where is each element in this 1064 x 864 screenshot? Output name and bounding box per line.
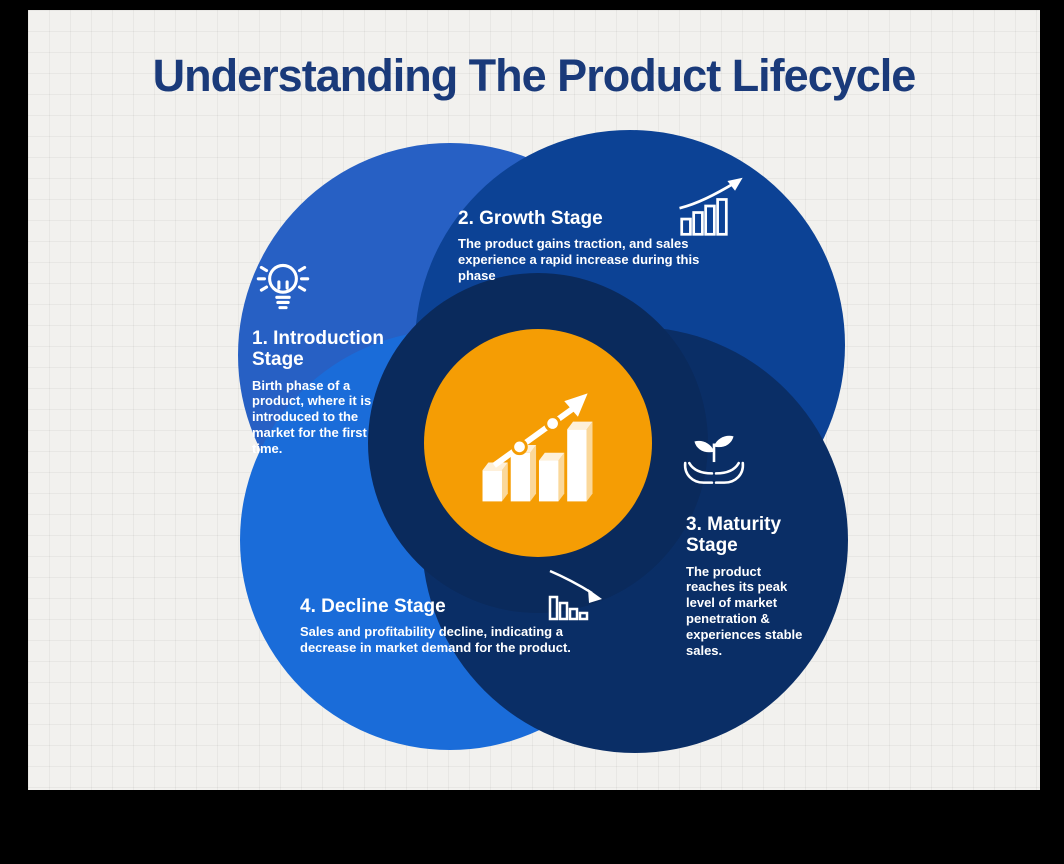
introduction-stage-description: Birth phase of a product, where it is in… [252, 377, 372, 456]
introduction-stage-block: 1. Introduction Stage Birth phase of a p… [252, 328, 417, 457]
decline-stage-heading: 4. Decline Stage [300, 596, 446, 617]
hands-holding-plant-icon [683, 435, 745, 484]
decline-stage-description: Sales and profitability decline, indicat… [300, 624, 571, 656]
growth-stage-heading: 2. Growth Stage [458, 208, 603, 229]
page-title: Understanding The Product Lifecycle [152, 50, 917, 101]
decline-stage-block: 4. Decline Stage Sales and profitability… [300, 596, 600, 656]
declining-chart-icon [548, 569, 602, 621]
growth-chart-icon [679, 177, 743, 236]
introduction-stage-heading: 1. Introduction Stage [252, 328, 384, 371]
maturity-stage-heading: 3. Maturity Stage [686, 514, 782, 557]
lightbulb-icon [256, 263, 310, 310]
maturity-stage-block: 3. Maturity Stage The product reaches it… [686, 514, 808, 659]
bar-chart-trend-up-icon [482, 393, 593, 502]
growth-stage-block: 2. Growth Stage The product gains tracti… [458, 208, 734, 284]
maturity-stage-description: The product reaches its peak level of ma… [686, 563, 803, 658]
infographic-canvas: Understanding The Product Lifecycle [28, 10, 1040, 790]
growth-stage-description: The product gains traction, and sales ex… [458, 236, 700, 283]
center-circle [424, 329, 652, 557]
